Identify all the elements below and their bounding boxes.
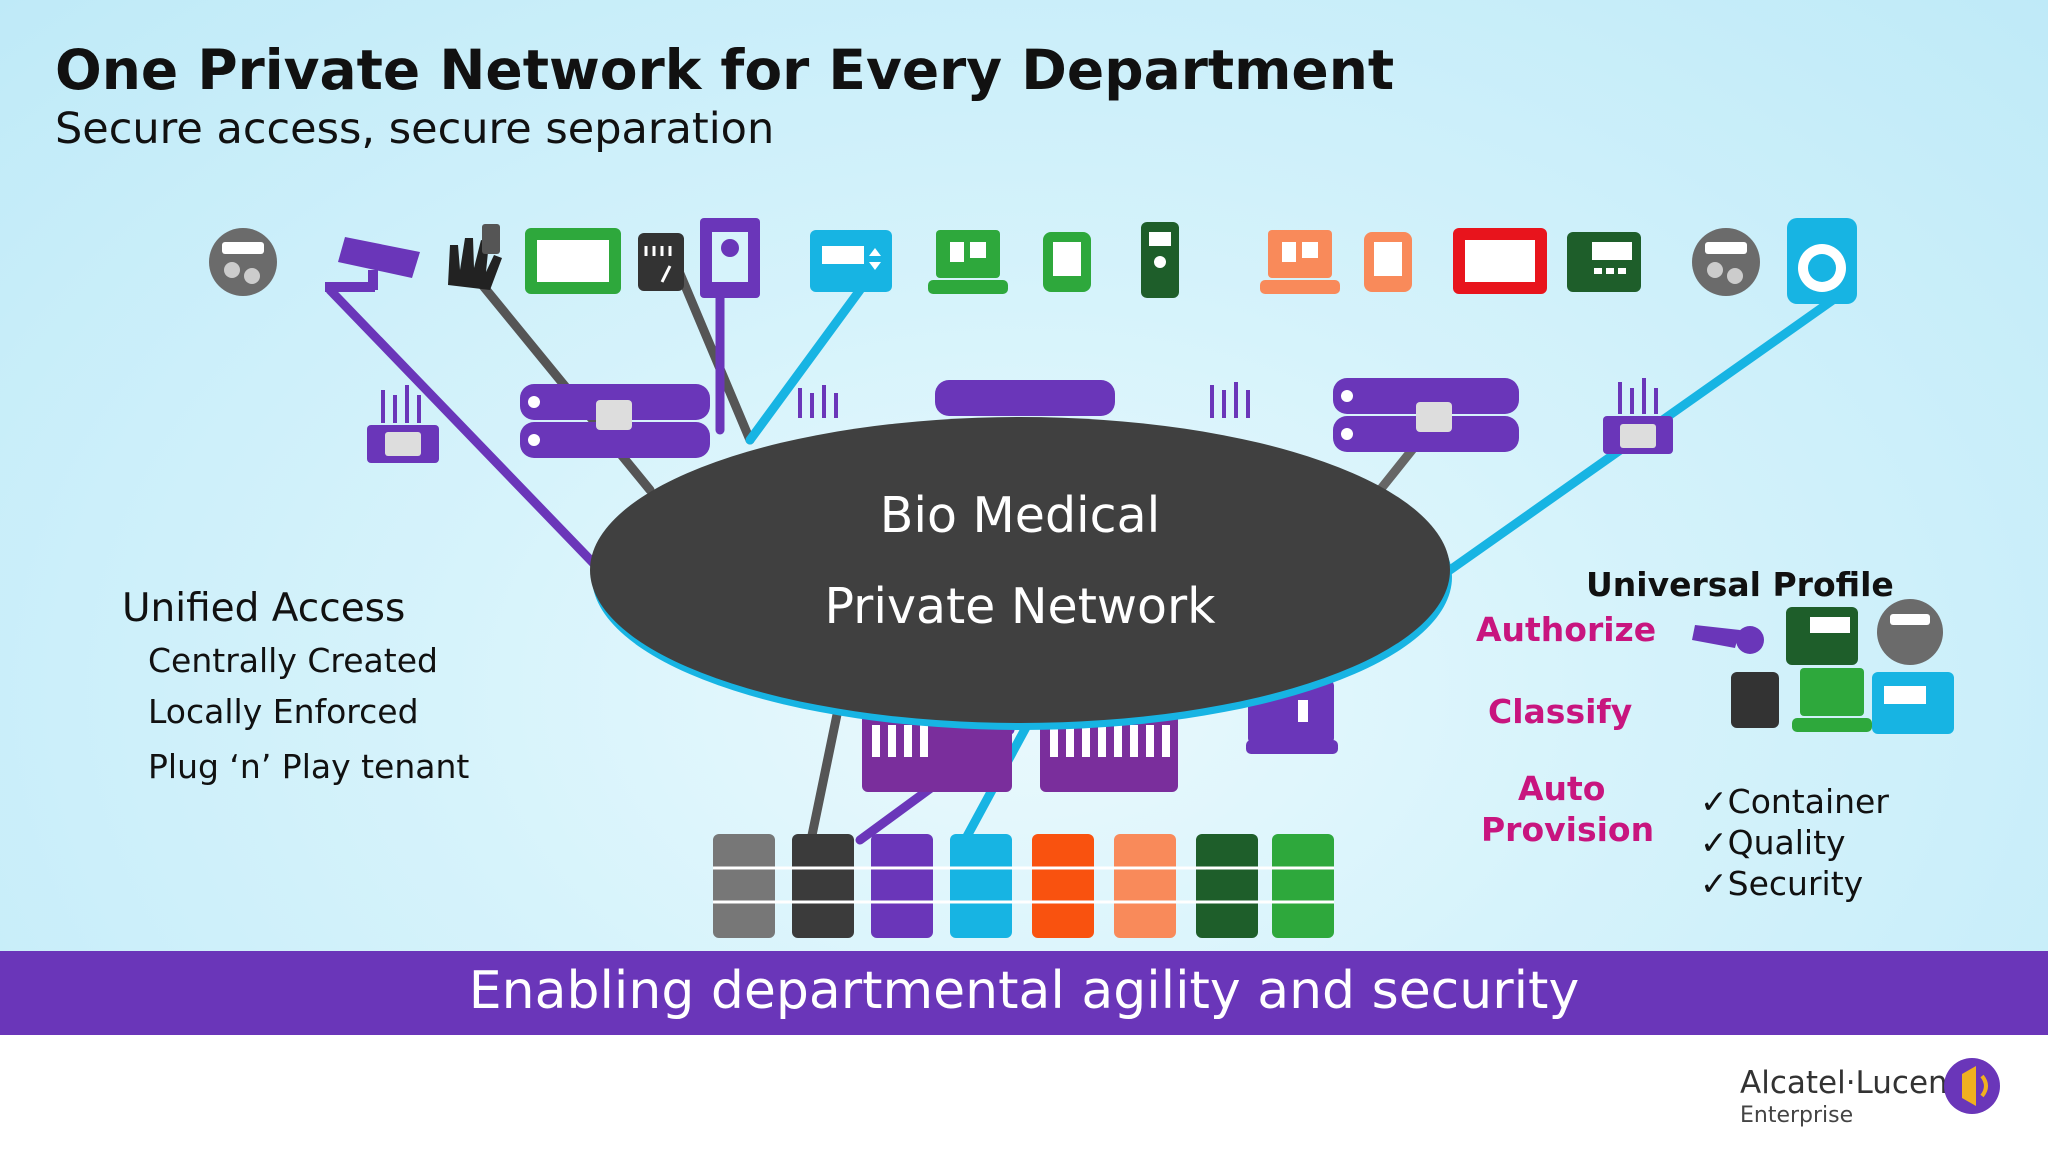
brand-logo-text: Alcatel·Lucent: [1740, 1065, 1960, 1101]
action-auto: Auto: [1518, 769, 1606, 808]
check-item: ✓Container: [1700, 782, 1889, 821]
access-point-icon: [1210, 382, 1250, 418]
unified-access-item: Centrally Created: [148, 641, 438, 680]
action-classify: Classify: [1488, 692, 1633, 731]
line-thermostat: [745, 285, 865, 445]
washer-icon: [1787, 218, 1857, 304]
action-authorize: Authorize: [1476, 610, 1657, 649]
desk-phone-icon: [1567, 232, 1641, 292]
hand-icon: [448, 224, 502, 290]
thermostat-icon: [810, 230, 892, 292]
banner: [0, 951, 2048, 1035]
infusion-pump-icon: [700, 218, 760, 298]
private-network-ellipse: [590, 417, 1452, 730]
camera-icon: [325, 237, 420, 292]
access-point-icon: [1603, 378, 1673, 454]
brand-logo-subtext: Enterprise: [1740, 1103, 1854, 1128]
thermostat-icon: [1872, 672, 1954, 734]
tablet-icon: [1364, 232, 1412, 292]
switch-icon: [935, 380, 1115, 416]
camera-icon: [1692, 625, 1764, 654]
network-name-line2: Private Network: [824, 578, 1216, 635]
switch-icon: [520, 384, 710, 458]
access-point-icon: [798, 385, 838, 418]
page-subtitle: Secure access, secure separation: [55, 104, 775, 154]
network-name-line1: Bio Medical: [879, 487, 1161, 544]
computer-icon: [1792, 668, 1872, 732]
dial-icon: [638, 233, 684, 291]
computer-icon: [928, 230, 1008, 294]
connection-lines: [325, 235, 1845, 850]
access-point-icon: [367, 385, 439, 463]
footer: [0, 1035, 2048, 1152]
check-item: ✓Security: [1700, 864, 1864, 903]
monitor-icon: [525, 228, 621, 294]
line-camera: [325, 285, 605, 575]
storage-tenant-icons: [713, 834, 1334, 938]
desk-phone-icon: [1786, 607, 1858, 665]
meter-icon: [1692, 228, 1760, 296]
line-store-1: [805, 695, 845, 850]
tablet-icon: [1043, 232, 1091, 292]
banner-text: Enabling departmental agility and securi…: [468, 961, 1580, 1021]
meter-icon: [1877, 599, 1943, 665]
dial-icon: [1731, 672, 1779, 728]
unified-access-heading: Unified Access: [122, 586, 406, 631]
switch-icon: [1333, 378, 1519, 452]
unified-access-item: Plug ‘n’ Play tenant: [148, 747, 470, 786]
unified-access-item: Locally Enforced: [148, 692, 419, 731]
brand-logo-icon: [1944, 1058, 2000, 1114]
page-title: One Private Network for Every Department: [55, 38, 1395, 102]
universal-profile-heading: Universal Profile: [1586, 565, 1894, 604]
check-item: ✓Quality: [1700, 823, 1846, 862]
phone-icon: [1141, 222, 1179, 298]
computer-icon: [1260, 230, 1340, 294]
meter-icon: [209, 228, 277, 296]
action-provision: Provision: [1481, 810, 1655, 849]
monitor-icon: [1453, 228, 1547, 294]
